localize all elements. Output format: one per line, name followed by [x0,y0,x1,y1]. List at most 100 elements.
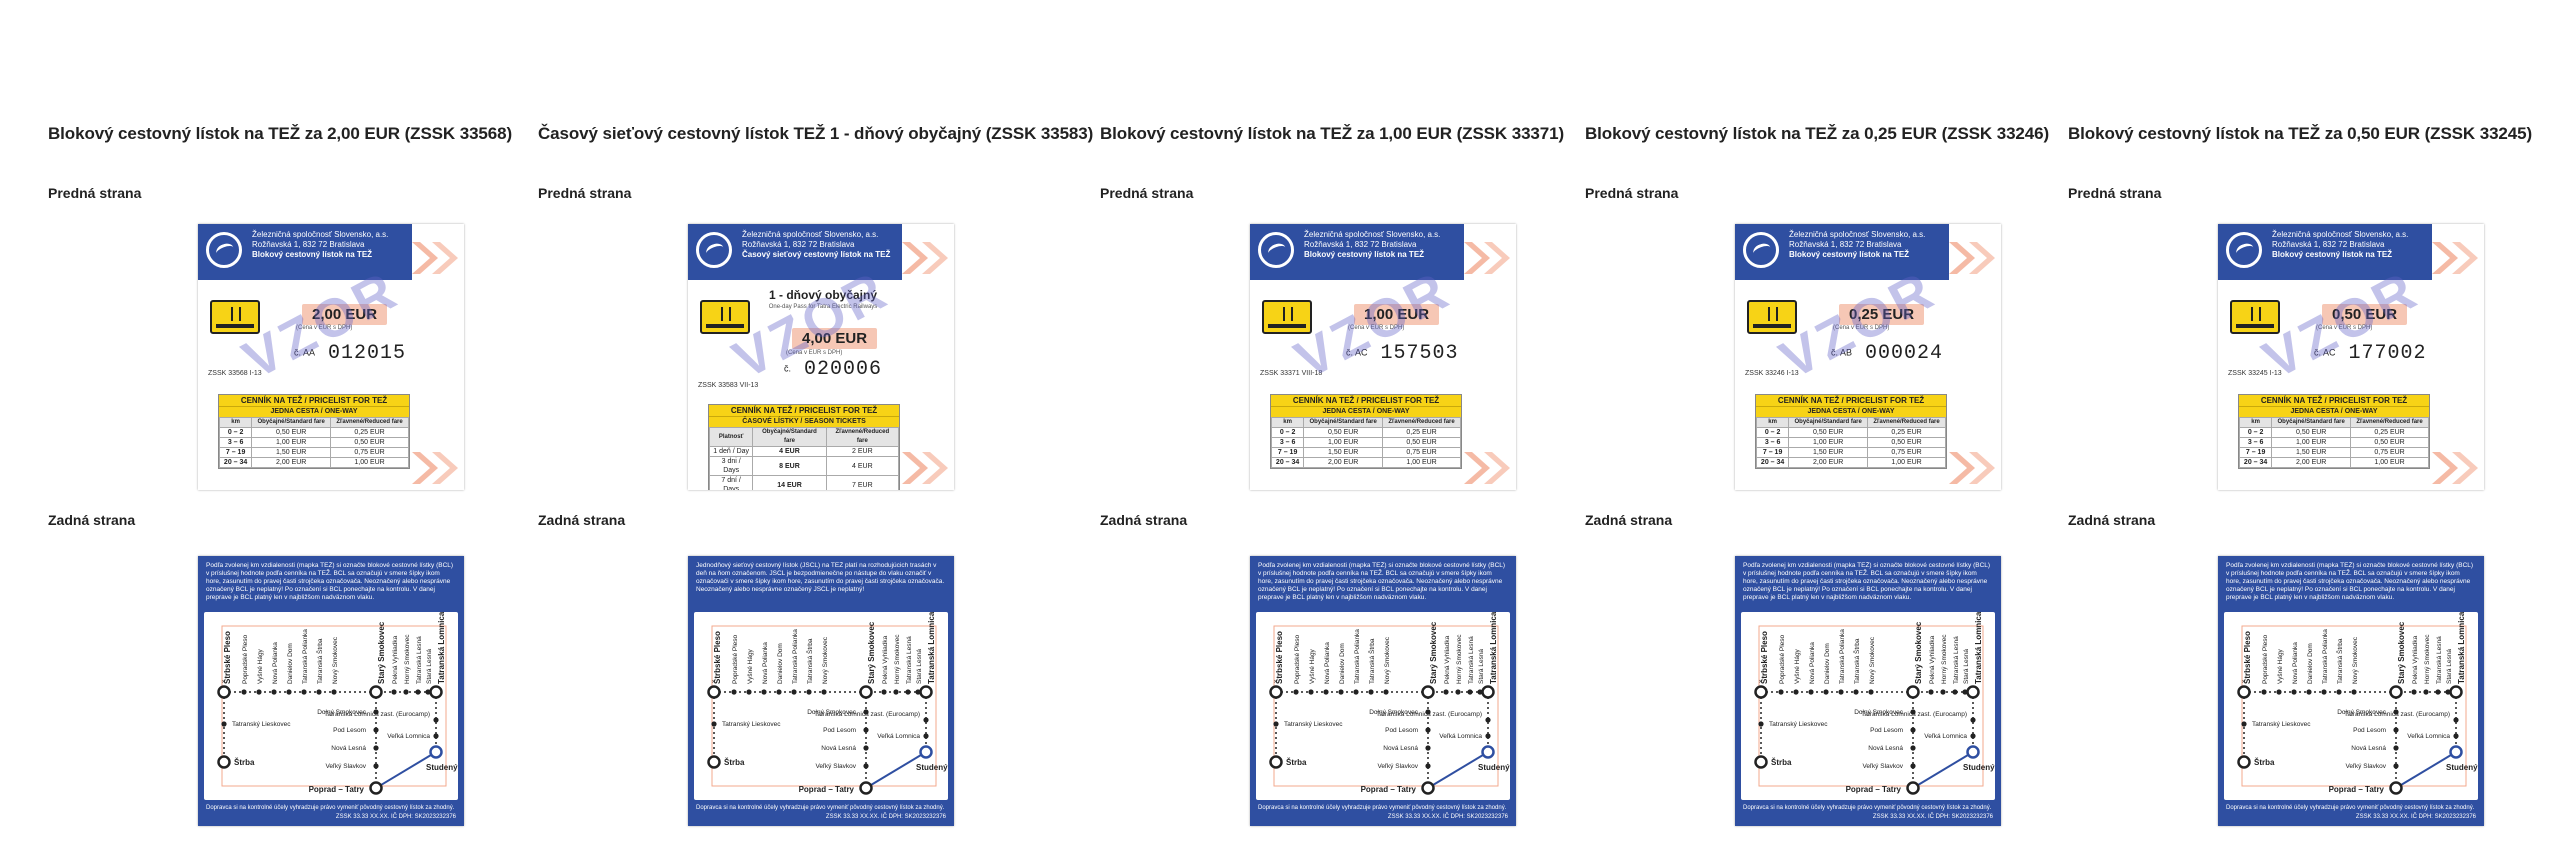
ticket-footer-note: Dopravca si na kontrolné účely vyhradzuj… [2226,805,2475,811]
ticket-header: Železničná spoločnosť Slovensko, a.s. Ro… [688,224,902,280]
chevron-arrows-icon [2432,242,2478,274]
table-cell: 0 – 2 [1755,427,1790,438]
ticket-footer-code: ZSSK 33.33 XX.XX. IČ DPH: SK2023232376 [1872,814,1993,820]
table-cell: 1,00 EUR [2350,457,2429,468]
ticket-title: Blokový cestovný lístok na TEŽ za 0,50 E… [2068,124,2533,143]
station-marker [1910,763,1916,769]
station-label: Pod Lesom [1385,727,1418,734]
table-row: 7 – 19 1,50 EUR 0,75 EUR [1755,447,1946,458]
table-header: Obyčajné/Standard fare [752,427,827,447]
station-marker [1970,717,1976,723]
station-label: Dolný Smokovec [317,709,367,716]
station-marker [863,763,869,769]
table-header: km [2238,417,2273,428]
station-label: Štrbské Pleso [2243,631,2252,684]
table-cell: 1,00 EUR [1788,437,1869,448]
station-label: Horný Smokovec [1941,634,1948,684]
table-row: 20 – 34 2,00 EUR 1,00 EUR [218,457,409,468]
station-label: Veľká Lomnica [877,733,920,740]
major-station-marker [707,755,721,769]
ticket-back-image: Podľa zvolenej km vzdialenosti (mapka TE… [1735,556,2001,826]
station-marker [1823,689,1829,695]
ticket-column: Blokový cestovný lístok na TEŽ za 0,50 E… [2068,0,2548,856]
table-cell: 0 – 2 [1270,427,1305,438]
station-marker [1353,689,1359,695]
station-label: Stará Lesná [2446,649,2453,684]
serial-prefix: č. AB [1831,347,1853,358]
station-marker [905,689,911,695]
station-label: Studený Potok [1478,763,1510,772]
major-station-marker [1754,685,1768,699]
map-frame [1758,625,1984,787]
table-cell: 1,50 EUR [1303,447,1384,458]
price-badge: 2,00 EUR [302,304,388,325]
ticket-name: Blokový cestovný lístok na TEŽ [1304,250,1425,259]
station-label: Poprad – Tatry [799,785,855,794]
station-label: Tatranský Lieskovec [232,721,291,728]
table-cell: 0,75 EUR [1867,447,1946,458]
table-row: 3 – 6 1,00 EUR 0,50 EUR [218,437,409,448]
station-label: Tatranská Polianka [302,629,309,684]
station-marker [711,721,717,727]
table-header: km [1755,417,1790,428]
station-marker [1425,763,1431,769]
station-label: Poprad – Tatry [1846,785,1902,794]
zssk-logo-icon [696,232,732,268]
major-station-marker [2237,755,2251,769]
validator-icon [2230,300,2280,334]
ticket-footer-note: Dopravca si na kontrolné účely vyhradzuj… [1258,805,1507,811]
station-marker [1758,721,1764,727]
station-label: Veľká Lomnica [1439,733,1482,740]
ticket-front-image: Železničná spoločnosť Slovensko, a.s. Ro… [1250,224,1516,490]
ticket-back-image: Jednodňový sieťový cestovný lístok (JSCL… [688,556,954,826]
station-marker [1778,689,1784,695]
station-label: Štrbské Pleso [223,631,232,684]
company-address: Rožňavská 1, 832 72 Bratislava [1789,240,1902,249]
station-label: Štrba [2254,758,2275,767]
serial-digits: 000024 [1865,342,1944,365]
table-cell: 4 EUR [752,446,827,457]
table-cell: 8 EUR [752,456,827,476]
pass-subtitle: One-day Pass for Tatra Electric Railways [768,304,878,310]
back-side-label: Zadná strana [538,512,626,528]
ticket-title: Blokový cestovný lístok na TEŽ za 1,00 E… [1100,124,1565,143]
table-cell: 7 – 19 [1755,447,1790,458]
company-name: Železničná spoločnosť Slovensko, a.s. [742,230,879,239]
ticket-header: Železničná spoločnosť Slovensko, a.s. Ro… [1735,224,1949,280]
station-label: Tatranská Polianka [792,629,799,684]
table-header: Obyčajné/Standard fare [1788,417,1869,428]
station-marker [2393,763,2399,769]
table-row: 0 – 2 0,50 EUR 0,25 EUR [1270,427,1461,438]
table-cell: 2,00 EUR [2271,457,2352,468]
station-label: Nová Lesná [2351,745,2386,752]
station-label: Danielov Dom [1824,643,1831,684]
major-station-marker [429,745,443,759]
station-marker [301,689,307,695]
zssk-logo-icon [1258,232,1294,268]
table-cell: 2 EUR [825,446,900,457]
station-marker [1485,717,1491,723]
chevron-arrows-icon [1464,452,1510,484]
table-header: Zľavnené/Reduced fare [330,417,409,428]
station-marker [1793,689,1799,695]
station-marker [1425,709,1431,715]
price-badge: 0,25 EUR [1839,304,1925,325]
station-label: Nová Polianka [2292,642,2299,684]
station-label: Pekná Vyhliadka [1929,635,1936,684]
major-station-marker [859,685,873,699]
station-label: Popradské Pleso [2262,634,2269,684]
pricelist-title: CENNÍK NA TEŽ / PRICELIST FOR TEŽ [709,405,899,416]
pricelist: CENNÍK NA TEŽ / PRICELIST FOR TEŽ JEDNA … [1755,394,1947,469]
map-frame [221,625,447,787]
station-label: Popradské Pleso [242,634,249,684]
station-marker [2393,709,2399,715]
table-cell: 1,50 EUR [2271,447,2352,458]
station-label: Danielov Dom [1339,643,1346,684]
table-row: 3 dni / Days 8 EUR 4 EUR [708,456,900,476]
price-note: (Cena v EUR s DPH) [2316,325,2373,331]
company-name: Železničná spoločnosť Slovensko, a.s. [1304,230,1441,239]
